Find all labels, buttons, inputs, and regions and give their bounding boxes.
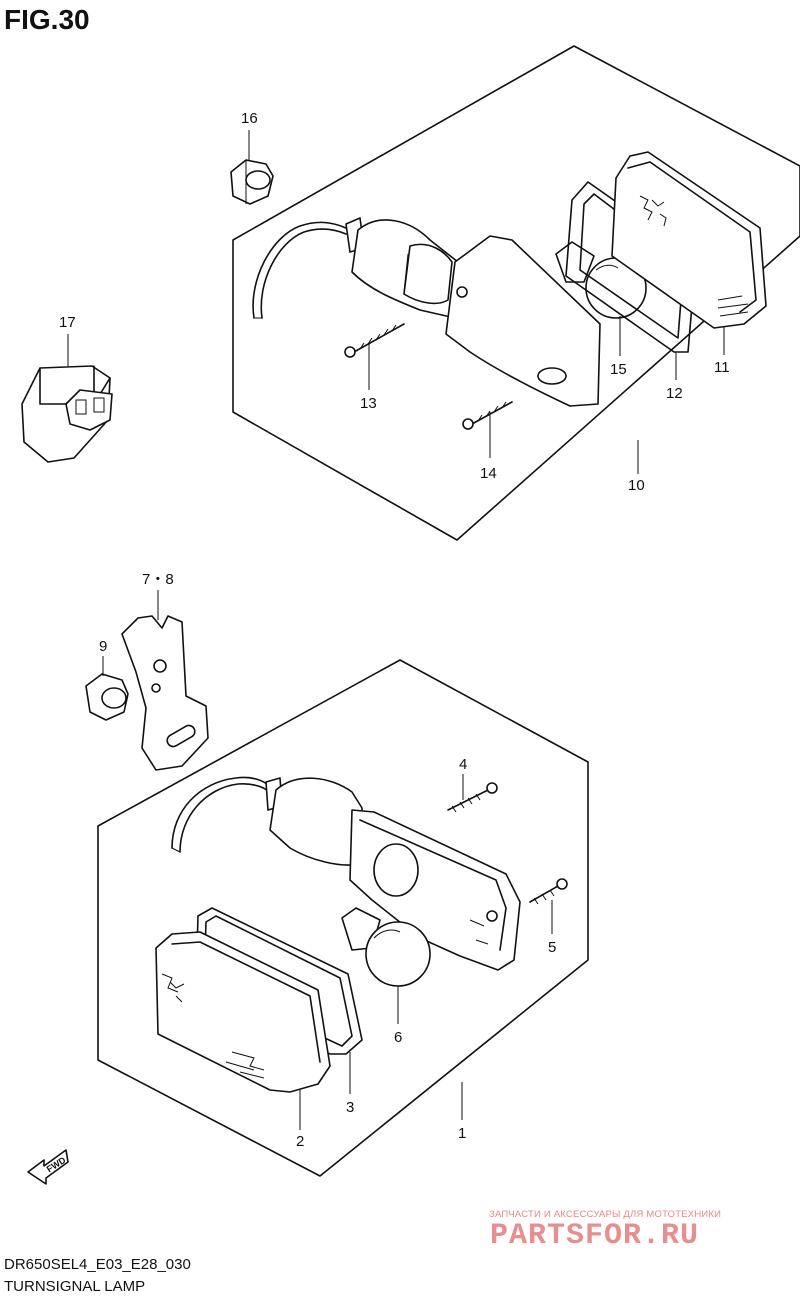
callout-1: 1 (458, 1125, 466, 1142)
nut-9[interactable] (85, 673, 129, 721)
callout-5: 5 (548, 939, 556, 956)
figure-title: FIG.30 (4, 4, 90, 35)
watermark-brand: PARTSFOR.RU (490, 1219, 700, 1253)
callout-13: 13 (360, 395, 377, 412)
screw-5[interactable] (529, 878, 568, 905)
section-title: TURNSIGNAL LAMP (4, 1278, 146, 1295)
callout-6: 6 (394, 1029, 402, 1046)
callout-3: 3 (346, 1099, 354, 1116)
screw-4[interactable] (447, 782, 498, 813)
assembly-box-upper (232, 45, 800, 541)
callout-12: 12 (666, 385, 683, 402)
callout-11: 11 (714, 359, 730, 376)
bulb-15[interactable] (555, 241, 647, 319)
callout-16: 16 (241, 110, 258, 127)
callout-9: 9 (99, 638, 107, 655)
bulb-6[interactable] (341, 907, 431, 987)
callout-4: 4 (459, 756, 467, 773)
watermark-subtitle: ЗАПЧАСТИ И АКСЕССУАРЫ ДЛЯ МОТОТЕХНИКИ (489, 1209, 722, 1220)
callout-10: 10 (628, 477, 645, 494)
bracket-7-8[interactable] (121, 615, 209, 771)
assembly-box-lower (97, 659, 589, 1177)
callout-17: 17 (59, 314, 76, 331)
coupler-17[interactable] (21, 365, 113, 463)
lamp-wire-upper (252, 221, 347, 319)
lamp-housing-upper[interactable] (345, 217, 601, 407)
screw-14[interactable] (462, 401, 513, 430)
nut-16[interactable] (230, 159, 274, 205)
model-code: DR650SEL4_E03_E28_030 (4, 1256, 191, 1273)
screw-13[interactable] (344, 323, 405, 358)
callout-2: 2 (296, 1133, 304, 1150)
callout-15: 15 (610, 361, 627, 378)
callout-14: 14 (480, 465, 497, 482)
lens-11[interactable] (611, 151, 767, 329)
callout-7-8: 7・8 (142, 571, 174, 588)
lens-2[interactable] (155, 931, 331, 1093)
lamp-housing-lower[interactable] (265, 777, 521, 971)
forward-arrow-icon: FWD (27, 1149, 69, 1185)
lamp-wire-lower (171, 776, 271, 849)
